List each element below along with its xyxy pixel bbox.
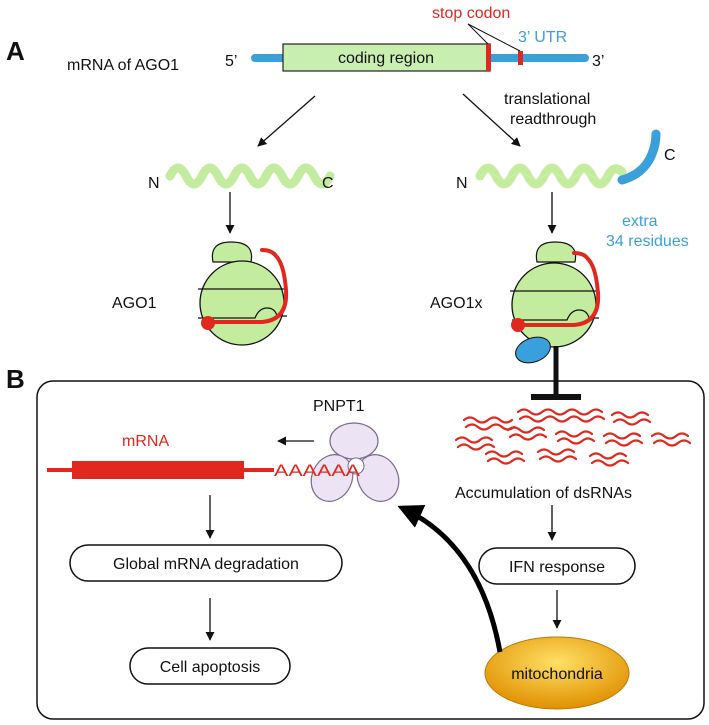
ago1-label: AGO1 bbox=[112, 295, 157, 312]
apoptosis-label: Cell apoptosis bbox=[160, 659, 261, 676]
stop-codon-mark-2 bbox=[518, 51, 523, 65]
dsrna-label: Accumulation of dsRNAs bbox=[455, 485, 632, 502]
mrna-label: mRNA bbox=[122, 433, 169, 450]
cell-boundary bbox=[36, 380, 705, 720]
panel-label-b: B bbox=[6, 364, 25, 394]
mitochondria bbox=[484, 636, 630, 710]
ago1-protein bbox=[198, 241, 289, 346]
readthrough-label-1: translational bbox=[504, 91, 590, 108]
ifn-response-box bbox=[478, 547, 636, 585]
n-terminus-left: N bbox=[148, 175, 160, 192]
mitochondria-label: mitochondria bbox=[511, 666, 603, 683]
panel-label-a: A bbox=[6, 36, 25, 66]
readthrough-arrow bbox=[462, 93, 521, 147]
degradation-label: Global mRNA degradation bbox=[113, 556, 299, 573]
ifn-response-label: IFN response bbox=[509, 559, 605, 576]
extra-label-2: 34 residues bbox=[606, 233, 689, 250]
stop-codon-mark-1 bbox=[486, 44, 491, 71]
five-prime-label: 5’ bbox=[225, 53, 237, 70]
stop-codon-label: stop codon bbox=[432, 5, 510, 22]
readthrough-label-2: readthrough bbox=[510, 111, 596, 128]
dsrna-cluster bbox=[454, 408, 692, 467]
translation-arrow-left bbox=[257, 95, 316, 147]
extra-label-1: extra bbox=[622, 213, 658, 230]
polya-tail: AAAAAA bbox=[274, 461, 361, 480]
mito-to-pnpt1-arrow bbox=[397, 504, 503, 653]
apoptosis-box bbox=[129, 647, 291, 685]
polypeptide-left bbox=[165, 163, 335, 189]
pnpt1-label: PNPT1 bbox=[313, 398, 365, 415]
three-prime-label: 3’ bbox=[592, 53, 604, 70]
degradation-box bbox=[69, 544, 343, 582]
ago1x-label: AGO1x bbox=[430, 295, 482, 312]
stop-codon-pointer-2 bbox=[467, 23, 521, 52]
mrna-title: mRNA of AGO1 bbox=[67, 57, 179, 74]
c-terminus-left: C bbox=[322, 175, 334, 192]
utr-label: 3’ UTR bbox=[518, 29, 567, 46]
extension-tail bbox=[617, 129, 661, 185]
polypeptide-right bbox=[475, 163, 627, 189]
stop-codon-pointer-1 bbox=[467, 23, 489, 45]
coding-region-label: coding region bbox=[338, 50, 434, 67]
n-terminus-right: N bbox=[456, 175, 468, 192]
pnpt1-complex bbox=[310, 422, 400, 502]
c-terminus-right: C bbox=[664, 147, 676, 164]
ago1x-protein bbox=[510, 241, 601, 364]
mrna-b-coding bbox=[72, 461, 244, 479]
